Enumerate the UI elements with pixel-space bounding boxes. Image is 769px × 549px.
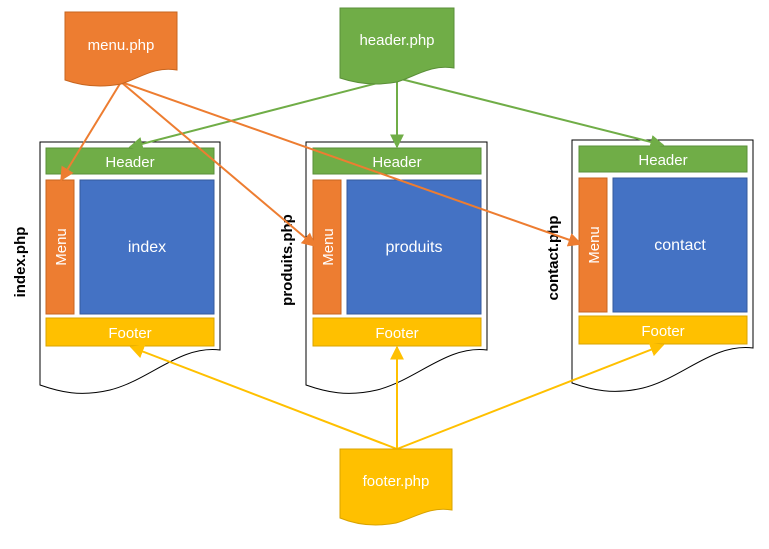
page-produits-header-label: Header <box>372 154 421 171</box>
page-contact-menu-label: Menu <box>586 226 603 264</box>
page-index: Header Menu index Footer index.php <box>12 141 221 394</box>
menu-arrow-to-contact <box>120 81 583 247</box>
page-produits-content-block <box>346 179 482 315</box>
page-produits-footer-label: Footer <box>375 325 418 342</box>
page-produits-header-block <box>312 147 482 175</box>
page-index-filename: index.php <box>12 227 29 298</box>
page-contact-header-label: Header <box>638 152 687 169</box>
page-produits-menu-block <box>312 179 342 315</box>
header-arrow-to-index <box>128 77 398 151</box>
page-index-footer-block <box>45 317 215 347</box>
page-contact-menu-block <box>578 177 608 313</box>
header-arrow-to-contact <box>396 77 665 149</box>
page-produits-menu-label: Menu <box>320 228 337 266</box>
footer-file-shape <box>339 448 453 526</box>
page-contact-header-block <box>578 145 748 173</box>
page-produits-content-label: produits <box>386 239 443 256</box>
footer-file-label: footer.php <box>363 473 430 490</box>
page-contact-content-block <box>612 177 748 313</box>
page-index-footer-label: Footer <box>108 325 151 342</box>
menu-arrow-to-index <box>60 81 122 182</box>
page-index-content-label: index <box>128 239 166 256</box>
page-index-content-block <box>79 179 215 315</box>
page-index-header-label: Header <box>105 154 154 171</box>
source-header: header.php <box>339 7 455 85</box>
menu-file-label: menu.php <box>88 37 155 54</box>
header-file-label: header.php <box>359 32 434 49</box>
menu-arrow-to-produits <box>120 81 317 247</box>
page-index-menu-label: Menu <box>53 228 70 266</box>
page-contact-footer-block <box>578 315 748 345</box>
header-arrows <box>128 77 665 151</box>
page-contact-filename: contact.php <box>545 216 562 301</box>
footer-arrow-to-index <box>129 344 398 450</box>
page-contact: Header Menu contact Footer contact.php <box>545 139 754 392</box>
page-index-menu-block <box>45 179 75 315</box>
footer-arrow-to-contact <box>396 343 665 450</box>
page-produits-footer-block <box>312 317 482 347</box>
page-contact-footer-label: Footer <box>641 323 684 340</box>
page-contact-content-label: contact <box>654 237 706 254</box>
source-footer: footer.php <box>339 448 453 526</box>
page-produits-filename: produits.php <box>279 214 296 306</box>
page-produits: Header Menu produits Footer produits.php <box>279 141 488 394</box>
header-file-shape <box>339 7 455 85</box>
footer-arrows <box>129 343 665 450</box>
menu-arrows <box>60 81 583 247</box>
source-menu: menu.php <box>64 11 178 87</box>
menu-file-shape <box>64 11 178 87</box>
